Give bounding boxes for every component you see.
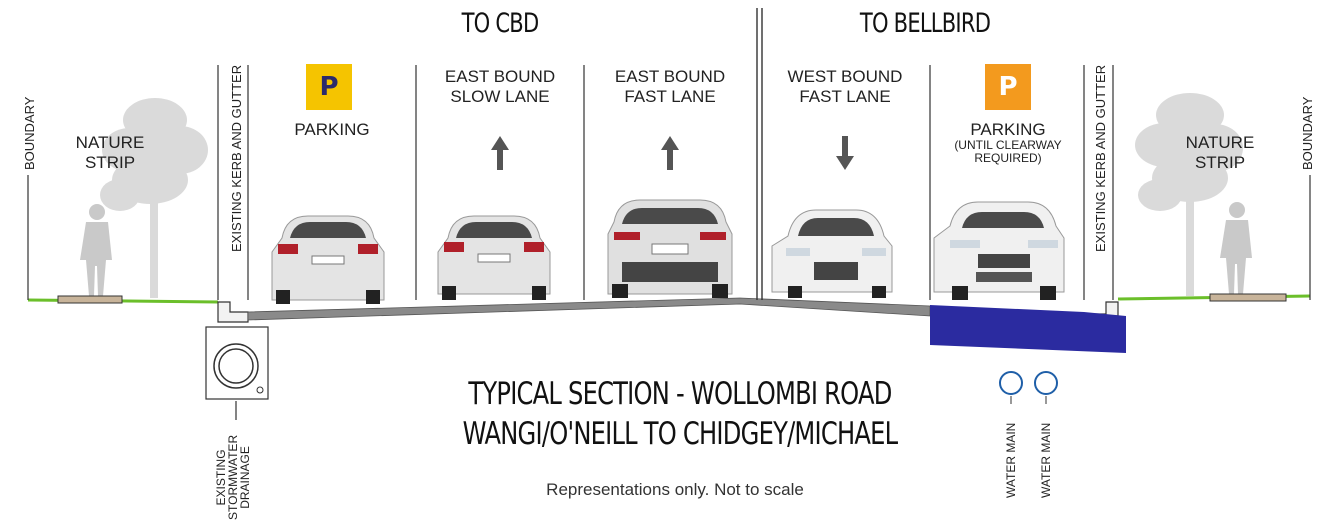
note-line: (UNTIL CLEARWAY: [954, 138, 1062, 152]
title-line-1: TYPICAL SECTION - WOLLOMBI ROAD: [468, 376, 892, 412]
lane-label-line: EAST BOUND: [444, 67, 556, 86]
nature-strip-left-label: NATURE STRIP: [50, 133, 170, 173]
suv-front-icon: [933, 201, 1065, 300]
boundary-right-label: BOUNDARY: [1300, 96, 1315, 170]
parking-left-icon: P: [306, 64, 352, 110]
lane-label-parking-right: PARKING: [970, 120, 1046, 139]
arrow-up-icon: [661, 136, 679, 170]
header-to-cbd: TO CBD: [461, 8, 540, 39]
car-front-icon: [771, 209, 893, 298]
water-main-icon: [999, 371, 1023, 404]
ground-left: [27, 295, 219, 304]
lane-label-west-fast: WEST BOUND FAST LANE: [770, 67, 920, 107]
suv-rear-icon: [607, 199, 733, 298]
tree-right-icon: [1135, 93, 1243, 296]
tree-left-icon: [100, 98, 208, 298]
lane-label-parking-right-note: (UNTIL CLEARWAY REQUIRED): [938, 139, 1078, 165]
lane-label-line: WEST BOUND: [787, 67, 903, 86]
kerb-left: [217, 301, 249, 323]
arrow-up-icon: [491, 136, 509, 170]
diagram-title: TYPICAL SECTION - WOLLOMBI ROAD WANGI/O'…: [462, 376, 899, 452]
lane-label-line: EAST BOUND: [614, 67, 726, 86]
label-line: STRIP: [1194, 153, 1246, 172]
stormwater-label: EXISTING STORMWATER DRAINAGE: [214, 435, 252, 520]
header-to-bellbird: TO BELLBIRD: [859, 8, 991, 39]
boundary-left-label: BOUNDARY: [22, 96, 37, 170]
label-line: STRIP: [84, 153, 136, 172]
water-main-label-2: WATER MAIN: [1039, 422, 1053, 498]
label-line: DRAINAGE: [238, 446, 252, 509]
nature-strip-right-label: NATURE STRIP: [1160, 133, 1280, 173]
blue-band: [930, 305, 1126, 353]
scale-note: Representations only. Not to scale: [546, 480, 804, 499]
water-main-label-1: WATER MAIN: [1004, 422, 1018, 498]
car-rear-icon: [437, 215, 551, 300]
centre-double-line: [756, 8, 763, 300]
lane-label-east-fast: EAST BOUND FAST LANE: [595, 67, 745, 107]
kerb-left-label: EXISTING KERB AND GUTTER: [229, 64, 244, 252]
car-rear-icon: [271, 215, 385, 304]
ground-right: [1117, 293, 1311, 302]
lane-dividers: [247, 65, 1114, 300]
parking-right-icon: P: [985, 64, 1031, 110]
label-line: NATURE: [75, 133, 145, 152]
person-left-icon: [80, 204, 112, 296]
lane-label-east-slow: EAST BOUND SLOW LANE: [425, 67, 575, 107]
lane-label-line: FAST LANE: [799, 87, 891, 106]
arrow-down-icon: [836, 136, 854, 170]
lane-label-line: FAST LANE: [624, 87, 716, 106]
water-main-icon: [1034, 371, 1058, 404]
stormwater-pipe-icon: [205, 326, 269, 420]
kerb-right-label: EXISTING KERB AND GUTTER: [1093, 64, 1108, 252]
road-surface: [247, 297, 931, 321]
lane-label-line: SLOW LANE: [450, 87, 550, 106]
person-right-icon: [1220, 202, 1252, 294]
title-line-2: WANGI/O'NEILL TO CHIDGEY/MICHAEL: [462, 416, 898, 452]
note-line: REQUIRED): [974, 151, 1042, 165]
lane-label-parking-left: PARKING: [294, 120, 370, 139]
label-line: NATURE: [1185, 133, 1255, 152]
